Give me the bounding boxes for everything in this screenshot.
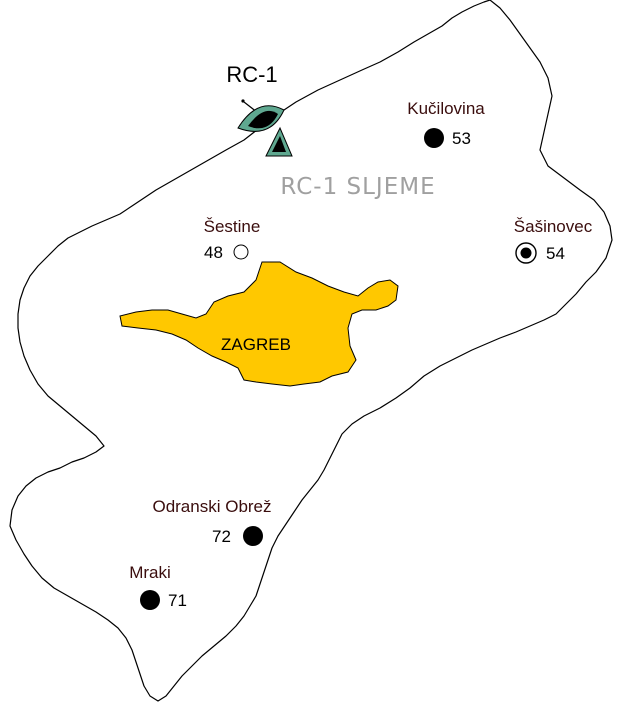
station-number: 71 bbox=[168, 591, 187, 610]
city-area bbox=[119, 261, 399, 387]
station-sasinovec: Šašinovec 54 bbox=[514, 217, 593, 264]
station-marker-filled bbox=[243, 526, 263, 546]
station-name: Odranski Obrež bbox=[152, 497, 271, 516]
station-marker-filled bbox=[424, 128, 444, 148]
station-kucilovina: Kučilovina 53 bbox=[407, 99, 485, 148]
station-odranski-obrez: Odranski Obrež 72 bbox=[152, 497, 272, 546]
region-name: RC-1 SLJEME bbox=[280, 174, 435, 200]
station-marker-hollow bbox=[233, 244, 249, 260]
station-number: 54 bbox=[546, 244, 565, 263]
radar-dish-icon bbox=[237, 99, 293, 157]
station-name: Mraki bbox=[129, 563, 171, 582]
station-number: 53 bbox=[452, 129, 471, 148]
station-name: Kučilovina bbox=[407, 99, 485, 118]
station-marker-filled bbox=[140, 590, 160, 610]
radar-label: RC-1 bbox=[226, 62, 277, 87]
station-number: 72 bbox=[212, 527, 231, 546]
station-name: Šestine bbox=[204, 217, 261, 236]
city-name: ZAGREB bbox=[221, 335, 291, 354]
station-number: 48 bbox=[204, 243, 223, 262]
station-mraki: Mraki 71 bbox=[129, 563, 187, 610]
station-sestine: Šestine 48 bbox=[204, 217, 261, 262]
station-name: Šašinovec bbox=[514, 217, 593, 236]
